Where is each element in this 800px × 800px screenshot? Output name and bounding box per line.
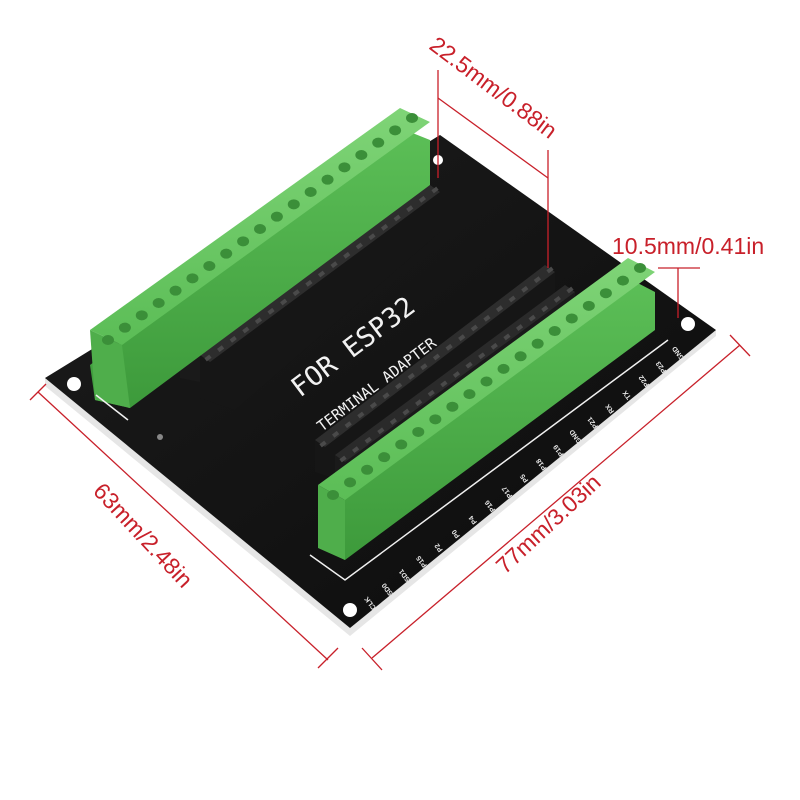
pin-label: P4 [468,514,479,525]
mounting-hole [343,603,357,617]
pin-label: TX [622,389,633,401]
mounting-hole [67,377,81,391]
silkscreen-outline [309,339,669,581]
terminal-block-back [90,108,430,408]
mounting-hole [681,317,695,331]
dimension-height: 10.5mm/0.41in [612,233,764,259]
terminal-block-front [318,258,655,560]
dimension-annotations [29,70,751,671]
pin-label: P0 [451,528,462,539]
pin-label: P2 [434,542,445,553]
pin-label: RX [604,402,616,414]
pin-label: P5 [519,472,530,483]
dimension-top-width: 22.5mm/0.88in [425,31,562,143]
